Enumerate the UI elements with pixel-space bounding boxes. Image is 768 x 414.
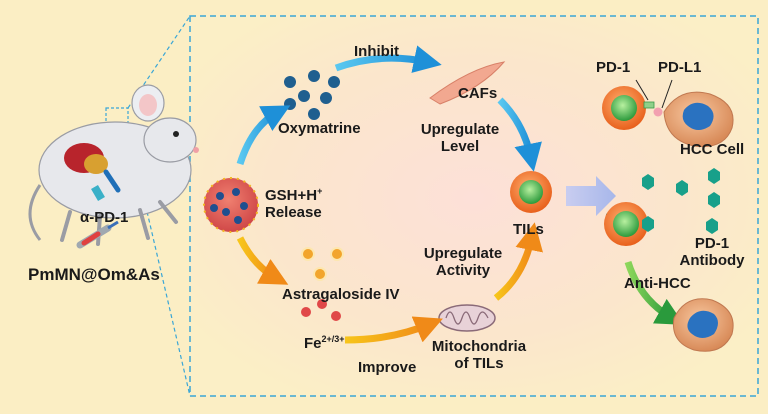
mitochondria-line1: Mitochondria: [431, 338, 527, 355]
hcc-cell-label: HCC Cell: [680, 141, 745, 158]
tils-cell: [510, 171, 552, 213]
pd1-antibody-line1: PD-1: [694, 235, 730, 252]
pd1-pointer-line: [635, 79, 649, 101]
nanoparticle: [203, 177, 259, 233]
astragaloside-label: Astragaloside IV: [282, 286, 400, 303]
cafs-label: CAFs: [458, 85, 498, 102]
pdl1-pointer-line: [661, 79, 673, 109]
gsh-release-label: GSH+H+ Release: [265, 186, 323, 221]
mitochondria-label: Mitochondria of TILs: [424, 338, 534, 372]
pd1-antibody-label: PD-1 Antibody: [662, 235, 762, 269]
hcc-cell-top: [653, 91, 734, 148]
alpha-pd1-label: α-PD-1: [80, 209, 129, 226]
arrow-upregulate-activity: [493, 222, 543, 301]
upregulate-level-label: Upregulate Level: [412, 121, 508, 155]
oxymatrine-label: Oxymatrine: [278, 120, 361, 137]
arrow-release-to-oxymatrine: [236, 105, 291, 166]
arrow-release-to-astragaloside: [236, 236, 289, 285]
inhibit-label: Inhibit: [354, 43, 399, 60]
arrow-to-outcome: [566, 176, 616, 216]
mitochondria-line2: of TILs: [454, 354, 504, 372]
pdl1-label: PD-L1: [658, 59, 702, 76]
fe-sup: 2+/3+: [321, 334, 345, 344]
zoom-line-top: [127, 15, 191, 109]
upregulate-activity-line1: Upregulate: [423, 245, 503, 262]
mitochondria-icon: [438, 304, 496, 332]
anti-hcc-label: Anti-HCC: [624, 275, 691, 292]
astragaloside-particles: [301, 247, 344, 281]
arrow-inhibit-cafs: [334, 45, 442, 73]
gsh-text: GSH+H: [265, 187, 318, 204]
gsh-sup: +: [317, 186, 323, 196]
improve-label: Improve: [358, 359, 417, 376]
arrow-anti-hcc: [624, 260, 685, 325]
pd1-tcell-bottom: [604, 202, 654, 246]
upregulate-activity-label: Upregulate Activity: [416, 245, 510, 279]
pd1-tcell-top: [602, 86, 655, 130]
release-text: Release: [265, 203, 322, 221]
pd1-label: PD-1: [596, 59, 631, 76]
arrow-improve: [344, 316, 443, 344]
mouse-illustration: [28, 84, 199, 249]
hcc-cell-bottom: [672, 298, 734, 352]
oxymatrine-particles: [284, 70, 340, 120]
pd1-antibody-line2: Antibody: [679, 251, 745, 269]
tils-label: TILs: [513, 221, 544, 238]
fe-particles: [301, 299, 341, 321]
arrow-upregulate-level: [497, 97, 542, 172]
cafs-cell: [429, 61, 506, 105]
upregulate-level-line2: Level: [440, 137, 480, 155]
fe-label: Fe2+/3+: [304, 334, 345, 353]
fe-text: Fe: [304, 335, 322, 352]
upregulate-level-line1: Upregulate: [420, 121, 500, 138]
pmmn-label: PmMN@Om&As: [28, 265, 160, 284]
upregulate-activity-line2: Activity: [435, 261, 491, 279]
